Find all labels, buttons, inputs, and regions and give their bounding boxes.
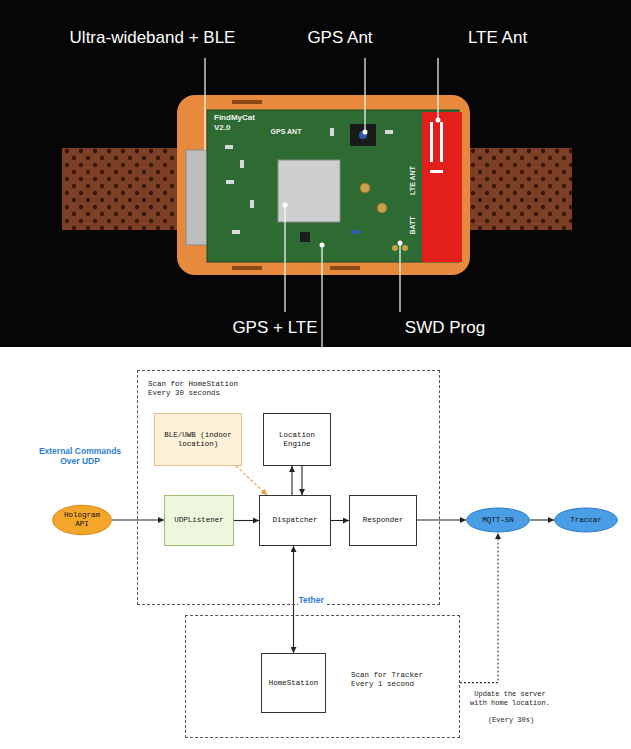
terminal-ellipse: Traccar xyxy=(554,507,618,533)
ufl-connector xyxy=(377,203,387,213)
smd-part xyxy=(232,230,240,234)
process-box: Responder xyxy=(349,495,417,546)
connector xyxy=(236,466,267,495)
callout-label: GPS Ant xyxy=(300,28,380,48)
connector xyxy=(301,466,302,495)
annotation-text: External Commands Over UDP xyxy=(30,446,130,466)
tracker-photo xyxy=(0,0,631,347)
antenna-marking xyxy=(440,122,443,162)
lte-antenna xyxy=(422,112,462,262)
callout-label: SWD Prog xyxy=(390,318,500,338)
ic-part xyxy=(300,232,310,242)
process-box: BLE/UWB (indoor location) xyxy=(154,413,242,466)
leader-line xyxy=(204,58,205,150)
antenna-marking xyxy=(430,170,443,173)
smd-part xyxy=(330,128,334,136)
terminal-ellipse: Hologram API xyxy=(52,504,112,536)
process-box: Location Engine xyxy=(263,413,331,466)
smd-part xyxy=(225,145,233,149)
terminal-ellipse: MQTT-SN xyxy=(466,507,530,533)
edge-label: Tether xyxy=(298,595,325,605)
connector xyxy=(417,519,466,520)
ellipse-shape xyxy=(53,505,112,534)
node-label: Dispatcher xyxy=(272,516,317,525)
node-label: Location Engine xyxy=(269,431,325,449)
strap-holes xyxy=(455,148,572,230)
region-heading: Scan for Tracker Every 1 second xyxy=(351,671,441,689)
callout-label: LTE Ant xyxy=(455,28,540,48)
leader-dot xyxy=(363,130,368,135)
leader-dot xyxy=(398,241,403,246)
leader-dot xyxy=(436,118,441,123)
housing-slot xyxy=(330,266,360,270)
leader-line xyxy=(321,245,322,347)
smd-part xyxy=(352,230,360,234)
swd-pad xyxy=(392,245,398,251)
ellipse-shape xyxy=(555,508,618,532)
smd-part xyxy=(226,180,234,184)
leader-dot xyxy=(283,203,288,208)
ufl-connector xyxy=(360,183,370,193)
process-box: HomeStation xyxy=(261,653,326,713)
connector xyxy=(460,533,498,683)
callout-label: GPS + LTE xyxy=(220,318,330,338)
housing-slot xyxy=(232,266,262,270)
node-label: MQTT-SN xyxy=(482,516,514,525)
leader-line xyxy=(364,58,365,132)
connector xyxy=(530,519,554,520)
connector xyxy=(293,546,294,653)
silkscreen-text: FindMyCat xyxy=(214,113,264,122)
leader-line xyxy=(284,205,285,312)
node-label: BLE/UWB (indoor location) xyxy=(160,431,236,449)
uwb-module xyxy=(186,150,208,245)
swd-pad xyxy=(402,245,408,251)
connector xyxy=(331,520,349,521)
annotation-text: (Every 30s) xyxy=(478,716,544,725)
annotation-text: Update the server with home location. xyxy=(468,690,552,708)
leader-dot xyxy=(320,243,325,248)
housing xyxy=(177,95,470,275)
silkscreen-text: BATT xyxy=(408,213,417,237)
smd-part xyxy=(250,200,254,208)
node-label: Traccar xyxy=(570,516,602,525)
collar-strap xyxy=(455,148,572,230)
housing-slot xyxy=(232,100,262,104)
node-label: Responder xyxy=(363,516,404,525)
smd-part xyxy=(240,160,244,168)
process-box: UDPListener xyxy=(164,495,234,546)
connector xyxy=(234,520,259,521)
photo-background xyxy=(0,0,631,347)
node-label: HomeStation xyxy=(269,679,319,688)
callout-label: Ultra-wideband + BLE xyxy=(55,28,250,48)
node-label: Hologram API xyxy=(59,511,105,529)
pcb xyxy=(207,110,459,262)
ellipse-shape xyxy=(467,508,530,532)
silkscreen-text: V2.0 xyxy=(214,123,244,132)
node-label: UDPListener xyxy=(174,516,224,525)
connector xyxy=(291,466,292,495)
silkscreen-text: LTE ANT xyxy=(408,160,417,200)
antenna-marking xyxy=(430,122,433,162)
leader-line xyxy=(437,58,438,120)
silkscreen-text: GPS ANT xyxy=(266,128,306,135)
group-region: Scan for Tracker Every 1 second HomeStati… xyxy=(185,615,460,738)
gps-antenna-chip xyxy=(350,124,376,146)
group-region: Scan for HomeStation Every 30 secondsBLE… xyxy=(137,370,440,605)
connector xyxy=(112,519,164,520)
leader-line xyxy=(399,243,400,312)
process-box: Dispatcher xyxy=(259,495,331,546)
gps-lte-module xyxy=(278,160,340,222)
smd-part xyxy=(385,130,393,134)
region-heading: Scan for HomeStation Every 30 seconds xyxy=(148,380,258,398)
